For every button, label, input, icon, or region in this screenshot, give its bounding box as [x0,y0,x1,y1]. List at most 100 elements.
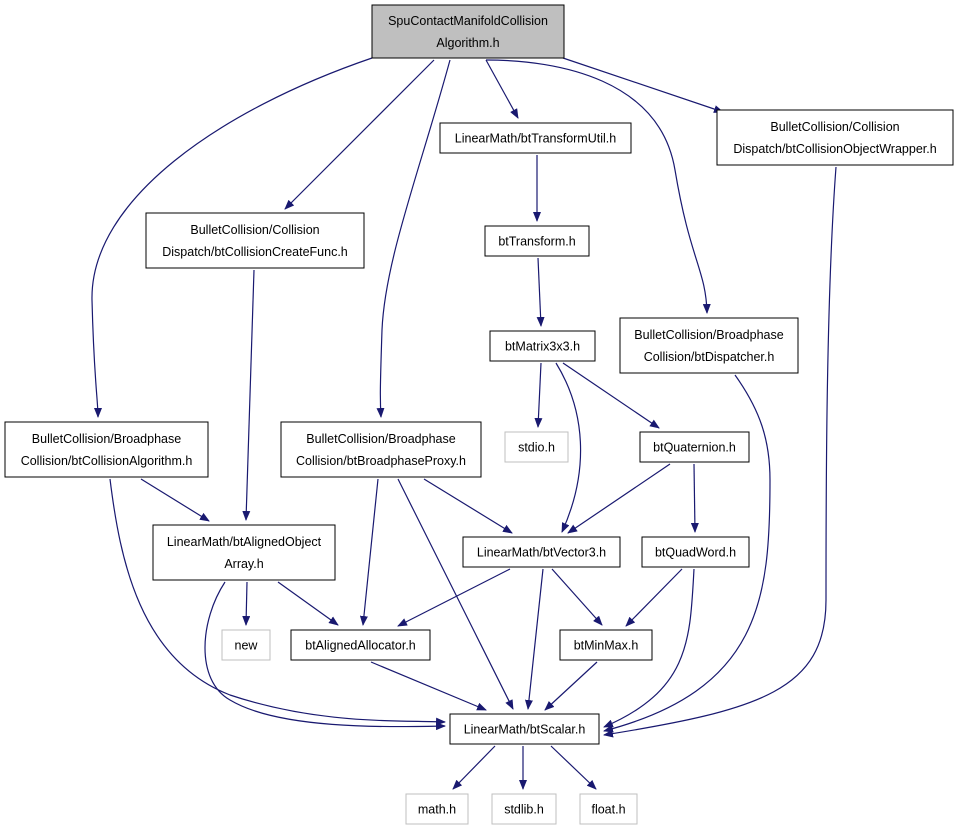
node-label-transformutil-line-0: LinearMath/btTransformUtil.h [455,132,616,146]
edge-root-to-bpproxy [376,59,451,418]
edge-allocator-to-scalar [370,661,487,711]
edge-matrix3x3-to-stdio [534,362,543,428]
node-label-transform-line-0: btTransform.h [498,235,575,249]
node-box-stdio [504,431,569,463]
edge-bpproxy-to-scalar [397,478,514,710]
node-box-stdlib [491,793,557,825]
node-label-new-line-0: new [235,639,259,653]
node-transformutil[interactable]: LinearMath/btTransformUtil.h [439,122,632,154]
node-label-bpproxy-line-0: BulletCollision/Broadphase [306,432,455,446]
node-matrix3x3[interactable]: btMatrix3x3.h [489,330,596,362]
edge-createfunc-to-alignedarray [242,269,255,521]
node-minmax[interactable]: btMinMax.h [559,629,653,661]
node-label-createfunc-line-0: BulletCollision/Collision [190,223,319,237]
edge-collalgo-to-scalar [109,478,446,726]
node-label-collalgo-line-0: BulletCollision/Broadphase [32,432,181,446]
edge-transform-to-matrix3x3 [536,257,545,327]
node-label-root-line-0: SpuContactManifoldCollision [388,14,548,28]
edge-vector3-to-scalar [524,568,544,710]
node-box-transformutil [439,122,632,154]
node-box-minmax [559,629,653,661]
node-label-root-line-1: Algorithm.h [436,36,499,50]
node-box-objwrapper [716,109,954,166]
node-box-float [579,793,638,825]
edge-bpproxy-to-allocator [359,478,379,626]
node-label-minmax-line-0: btMinMax.h [574,639,639,653]
node-box-scalar [449,713,600,745]
node-box-bpproxy [280,421,482,478]
node-label-objwrapper-line-0: BulletCollision/Collision [770,120,899,134]
node-collalgo[interactable]: BulletCollision/BroadphaseCollision/btCo… [4,421,209,478]
node-quadword[interactable]: btQuadWord.h [641,536,750,568]
edge-minmax-to-scalar [544,661,598,711]
edge-bpproxy-to-vector3 [423,478,513,534]
edge-quadword-to-scalar [603,568,695,728]
edge-alignedarray-to-scalar [204,581,446,731]
edge-vector3-to-minmax [551,568,603,626]
node-label-float-line-0: float.h [591,803,625,817]
edge-matrix3x3-to-vector3 [555,362,582,533]
edge-root-to-collalgo [91,57,373,418]
node-quaternion[interactable]: btQuaternion.h [639,431,750,463]
node-bpproxy[interactable]: BulletCollision/BroadphaseCollision/btBr… [280,421,482,478]
node-box-allocator [290,629,431,661]
edge-root-to-transformutil [485,59,519,119]
node-label-collalgo-line-1: Collision/btCollisionAlgorithm.h [21,454,193,468]
edge-quaternion-to-quadword [690,463,699,533]
node-label-math-line-0: math.h [418,803,456,817]
node-label-scalar-line-0: LinearMath/btScalar.h [464,723,586,737]
edge-vector3-to-allocator [397,568,511,627]
node-label-alignedarray-line-1: Array.h [224,557,263,571]
nodes: SpuContactManifoldCollisionAlgorithm.hLi… [4,4,954,825]
node-box-quadword [641,536,750,568]
node-new: new [221,629,271,661]
node-box-root [371,4,565,59]
node-label-stdio-line-0: stdio.h [518,441,555,455]
edge-dispatcher-to-scalar [603,374,771,733]
node-box-vector3 [462,536,621,568]
node-box-collalgo [4,421,209,478]
node-box-createfunc [145,212,365,269]
node-vector3[interactable]: LinearMath/btVector3.h [462,536,621,568]
node-box-quaternion [639,431,750,463]
node-label-objwrapper-line-1: Dispatch/btCollisionObjectWrapper.h [733,142,936,156]
node-math: math.h [405,793,469,825]
node-box-math [405,793,469,825]
node-objwrapper[interactable]: BulletCollision/CollisionDispatch/btColl… [716,109,954,166]
node-label-allocator-line-0: btAlignedAllocator.h [305,639,416,653]
node-scalar[interactable]: LinearMath/btScalar.h [449,713,600,745]
node-transform[interactable]: btTransform.h [484,225,590,257]
node-label-createfunc-line-1: Dispatch/btCollisionCreateFunc.h [162,245,348,259]
edge-alignedarray-to-allocator [277,581,339,626]
node-float: float.h [579,793,638,825]
node-label-alignedarray-line-0: LinearMath/btAlignedObject [167,535,322,549]
edge-scalar-to-math [452,745,496,790]
node-box-dispatcher [619,317,799,374]
edge-quaternion-to-vector3 [567,463,671,534]
edge-root-to-createfunc [284,59,435,210]
node-label-stdlib-line-0: stdlib.h [504,803,544,817]
node-box-matrix3x3 [489,330,596,362]
node-label-dispatcher-line-0: BulletCollision/Broadphase [634,328,783,342]
edge-scalar-to-float [550,745,597,790]
node-stdio: stdio.h [504,431,569,463]
edge-collalgo-to-alignedarray [140,478,210,522]
node-box-new [221,629,271,661]
node-stdlib: stdlib.h [491,793,557,825]
node-label-vector3-line-0: LinearMath/btVector3.h [477,546,606,560]
node-dispatcher[interactable]: BulletCollision/BroadphaseCollision/btDi… [619,317,799,374]
node-label-dispatcher-line-1: Collision/btDispatcher.h [644,350,775,364]
edge-objwrapper-to-scalar [603,166,837,738]
node-allocator[interactable]: btAlignedAllocator.h [290,629,431,661]
edge-root-to-objwrapper [562,57,724,113]
node-label-bpproxy-line-1: Collision/btBroadphaseProxy.h [296,454,466,468]
edge-quadword-to-minmax [625,568,683,627]
node-label-matrix3x3-line-0: btMatrix3x3.h [505,340,580,354]
edge-root-to-dispatcher [485,59,711,314]
node-createfunc[interactable]: BulletCollision/CollisionDispatch/btColl… [145,212,365,269]
node-box-alignedarray [152,524,336,581]
node-label-quadword-line-0: btQuadWord.h [655,546,736,560]
